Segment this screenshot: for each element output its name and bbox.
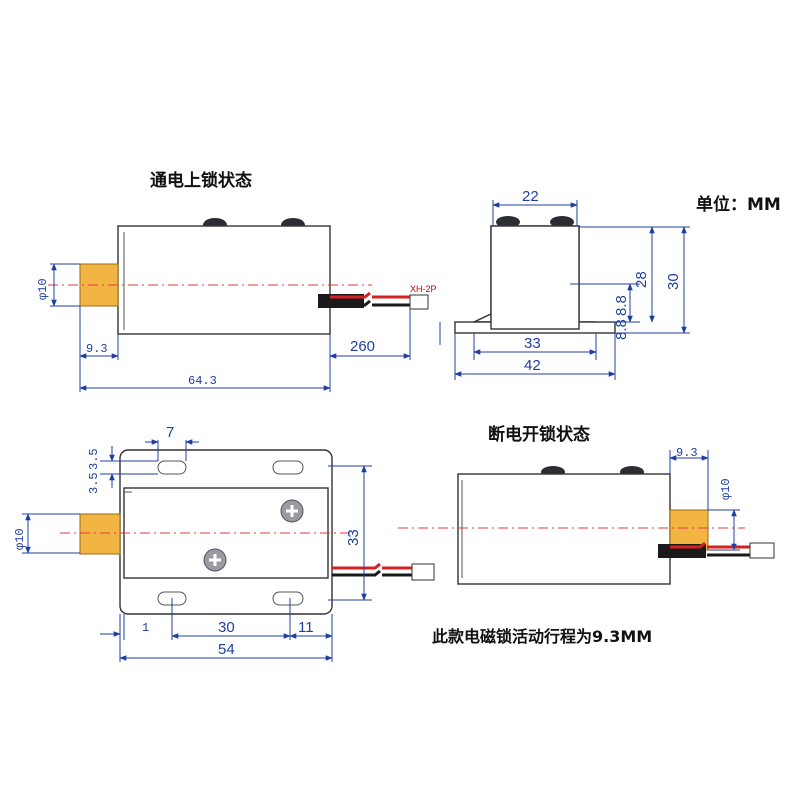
dim-base-42: 42 xyxy=(524,357,541,374)
dim-unlocked-diameter: φ10 xyxy=(719,478,733,500)
solenoid-body-unlocked xyxy=(457,473,671,585)
dim-plunger-length: 9.3 xyxy=(86,342,108,356)
top-view: 7 3.5 3.5 φ10 33 1 30 11 54 xyxy=(13,424,435,662)
dim-top-plunger-diameter: φ10 xyxy=(13,528,27,550)
connector-label: XH-2P xyxy=(410,284,437,294)
dim-slot-7: 7 xyxy=(166,424,174,441)
unit-label: 单位：MM xyxy=(696,194,781,215)
dim-height-33: 33 xyxy=(345,529,362,546)
dim-offset-1: 1 xyxy=(142,621,149,635)
dim-edge-11: 11 xyxy=(298,619,314,636)
dim-body-length: 64.3 xyxy=(188,374,217,388)
title-unpowered-unlocked: 断电开锁状态 xyxy=(488,424,590,445)
solenoid-body xyxy=(117,225,331,335)
dim-slot-3-5a: 3.5 xyxy=(87,448,101,470)
dim-plunger-diameter: φ10 xyxy=(36,278,50,300)
dim-foot-8-8a: 8.8 xyxy=(613,295,630,316)
dim-hole-30: 30 xyxy=(218,619,235,636)
dim-base-33: 33 xyxy=(524,335,541,352)
connector-top xyxy=(411,563,435,581)
plunger-extended xyxy=(669,509,709,551)
dim-width-22: 22 xyxy=(522,188,539,205)
red-wire xyxy=(330,291,410,299)
stroke-note: 此款电磁锁活动行程为9.3MM xyxy=(432,627,652,646)
xh-2p-connector xyxy=(409,294,429,310)
mount-slot xyxy=(272,460,304,475)
dim-slot-3-5b: 3.5 xyxy=(87,472,101,494)
plunger-top xyxy=(79,513,121,555)
end-view: 22 28 30 8.8 8.8 33 42 xyxy=(439,188,690,380)
black-wire xyxy=(330,299,410,307)
side-view-locked: XH-2P φ10 9.3 64.3 260 xyxy=(36,218,437,392)
dim-height-28: 28 xyxy=(633,271,650,288)
dim-foot-8-8b: 8.8 xyxy=(613,319,630,340)
mount-slot xyxy=(272,591,304,606)
dim-width-54: 54 xyxy=(218,641,235,658)
connector-unlocked xyxy=(749,542,775,559)
dim-height-30: 30 xyxy=(665,273,682,290)
mount-slot xyxy=(157,460,187,475)
title-powered-locked: 通电上锁状态 xyxy=(150,170,252,191)
side-view-unlocked: 9.3 φ10 xyxy=(398,446,775,585)
dim-wire-length: 260 xyxy=(350,338,375,355)
dim-stroke-9-3: 9.3 xyxy=(676,446,698,460)
